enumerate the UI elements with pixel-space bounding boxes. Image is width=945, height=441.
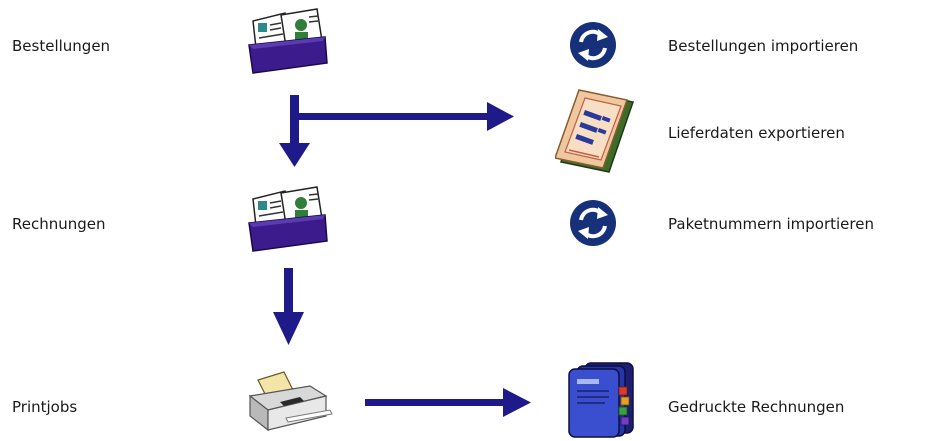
action-label-lieferdaten-exportieren[interactable]: Lieferdaten exportieren (668, 124, 845, 142)
inbox-tray-icon[interactable] (245, 185, 329, 253)
step-label-bestellungen: Bestellungen (12, 37, 111, 55)
inbox-tray-icon[interactable] (245, 7, 329, 75)
printer-icon[interactable] (240, 366, 335, 436)
step-label-rechnungen: Rechnungen (12, 215, 106, 233)
arrow-shaft-rechnungen-printjobs (284, 268, 293, 314)
step-label-printjobs: Printjobs (12, 398, 78, 416)
action-label-gedruckte-rechnungen[interactable]: Gedruckte Rechnungen (668, 398, 845, 416)
arrow-head-bestellungen-rechnungen (279, 143, 310, 167)
arrow-head-gedruckte (503, 388, 531, 417)
arrow-head-lieferdaten (487, 102, 514, 131)
arrow-shaft-lieferdaten (299, 113, 489, 120)
action-label-bestellungen-importieren[interactable]: Bestellungen importieren (668, 37, 859, 55)
delivery-sheet-icon[interactable] (555, 88, 637, 174)
arrow-shaft-gedruckte (365, 399, 505, 406)
sync-icon[interactable] (568, 198, 618, 248)
arrow-head-rechnungen-printjobs (273, 312, 304, 345)
action-label-paketnummern-importieren[interactable]: Paketnummern importieren (668, 215, 874, 233)
arrow-shaft-bestellungen-rechnungen (290, 95, 299, 145)
sync-icon[interactable] (568, 20, 618, 70)
binders-icon[interactable] (565, 361, 645, 439)
